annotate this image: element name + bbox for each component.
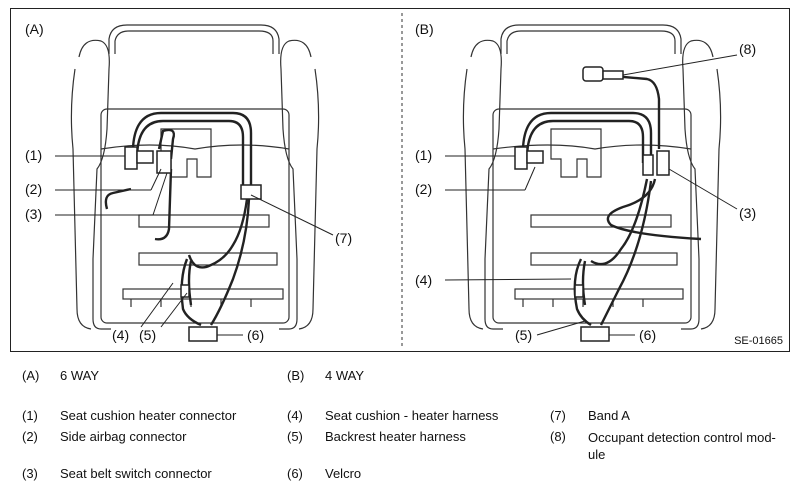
seat-harness-drawing [55, 13, 738, 349]
legend: (A) 6 WAY (B) 4 WAY (1) Seat cushion hea… [22, 368, 776, 481]
leaders-b [444, 54, 738, 336]
leaders-a [55, 155, 334, 336]
harness-a [104, 111, 253, 327]
panel-label-b: (B) [415, 21, 434, 37]
seat-frame-b [462, 24, 722, 330]
figure-code: SE-01665 [734, 335, 783, 347]
callout-a-7: (7) [335, 230, 353, 246]
callout-a-6: (6) [247, 327, 265, 343]
connectors-b [514, 66, 670, 342]
callout-b-4: (4) [415, 272, 433, 288]
callout-b-5: (5) [515, 327, 533, 343]
callout-b-2: (2) [415, 181, 433, 197]
diagram-figure: (A) (B) (1) (2) (3) (4) (5) (6) (7) (8) … [10, 8, 790, 352]
callout-a-4: (4) [112, 327, 130, 343]
callout-b-8: (8) [739, 41, 757, 57]
callout-a-2: (2) [25, 181, 43, 197]
connectors-a [124, 146, 262, 342]
seat-frame-a [70, 24, 320, 330]
panel-label-a: (A) [25, 21, 44, 37]
callout-a-5: (5) [139, 327, 157, 343]
callout-a-3: (3) [25, 206, 43, 222]
callout-a-1: (1) [25, 147, 43, 163]
callout-b-3: (3) [739, 205, 757, 221]
callout-b-6: (6) [639, 327, 657, 343]
callout-b-1: (1) [415, 147, 433, 163]
harness-b [521, 73, 702, 327]
